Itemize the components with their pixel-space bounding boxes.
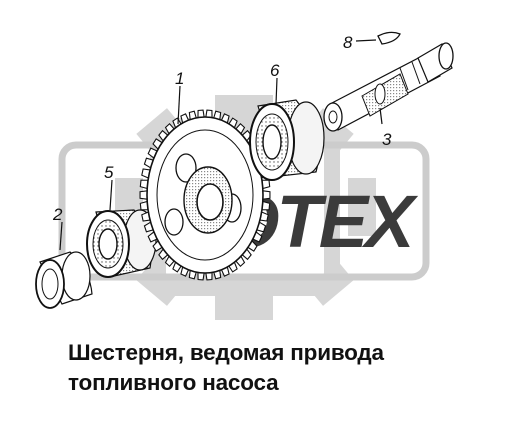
callout-8: 8 [343,33,353,52]
callout-1: 1 [175,69,184,88]
caption-line-1: Шестерня, ведомая привода [68,340,384,365]
part-key [377,31,401,45]
callout-3: 3 [382,130,392,149]
callout-2: 2 [52,205,63,224]
part-ring [35,251,93,309]
callout-5: 5 [104,163,114,182]
gear-tooth [139,190,148,200]
leader-lines [59,39,383,251]
part-shaft [323,42,454,132]
part-bearing-large [249,99,325,181]
gear-tooth [262,190,271,200]
callouts: 1 2 3 5 6 8 [52,33,392,224]
callout-6: 6 [270,61,280,80]
caption-line-2: топливного насоса [68,370,279,395]
part-bearing-small [86,209,157,278]
diagram-caption: Шестерня, ведомая привода топливного нас… [68,338,488,398]
